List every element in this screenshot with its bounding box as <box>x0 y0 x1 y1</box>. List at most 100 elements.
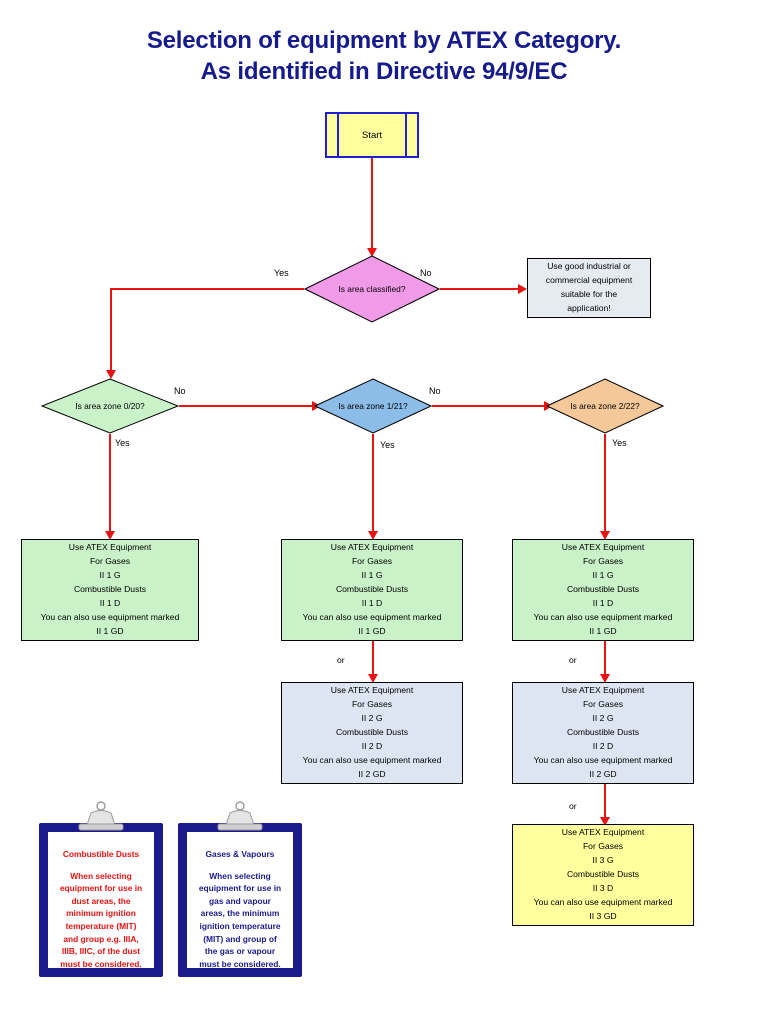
connector-classified-yes-h <box>110 288 304 290</box>
line: When selecting <box>209 870 271 881</box>
node-atex-category-3-right[interactable]: Use ATEX Equipment For Gases II 3 G Comb… <box>512 824 694 926</box>
line: For Gases <box>582 699 624 710</box>
edge-label-or-right-1: or <box>569 655 577 665</box>
diamond-shape-zone0 <box>41 378 179 434</box>
diamond-shape-zone1 <box>314 378 432 434</box>
arrowhead-start-to-classified <box>367 248 377 257</box>
arrowhead-zone1-yes <box>368 531 378 540</box>
clipboard-clip-icon <box>217 801 263 831</box>
node-atex-category-2-right[interactable]: Use ATEX Equipment For Gases II 2 G Comb… <box>512 682 694 784</box>
title-line-2: As identified in Directive 94/9/EC <box>200 57 568 85</box>
line: For Gases <box>582 841 624 852</box>
node-atex-category-1-left-text: Use ATEX Equipment For Gases II 1 G Comb… <box>25 541 195 638</box>
line: II 1 GD <box>358 625 386 636</box>
note-card-gas-title: Gases & Vapours <box>205 849 275 859</box>
line: You can also use equipment marked <box>533 896 673 907</box>
line: minimum ignition <box>66 908 136 919</box>
line: Use ATEX Equipment <box>68 542 152 553</box>
edge-label-zone1-yes: Yes <box>380 440 395 450</box>
line: Combustible Dusts <box>566 869 640 880</box>
line: Combustible Dusts <box>335 727 409 738</box>
line: gas and vapour <box>209 895 271 906</box>
line: For Gases <box>582 556 624 567</box>
line: Combustible Dusts <box>335 584 409 595</box>
clipboard-clip-icon <box>78 801 124 831</box>
node-start-label: Start <box>361 129 383 141</box>
line: II 2 G <box>592 713 614 724</box>
line: II 3 G <box>592 855 614 866</box>
connector-mid-cat1-to-cat2 <box>372 641 374 677</box>
line: Use ATEX Equipment <box>330 542 414 553</box>
line: II 1 D <box>592 597 614 608</box>
diamond-shape-classified <box>304 255 440 323</box>
line: equipment for use in <box>198 883 282 894</box>
arrowhead-right-cat2-to-cat3 <box>600 817 610 826</box>
line: Use good industrial or <box>547 261 631 272</box>
node-is-area-zone-2-22[interactable]: Is area zone 2/22? <box>546 378 664 434</box>
node-atex-category-1-left[interactable]: Use ATEX Equipment For Gases II 1 G Comb… <box>21 539 199 641</box>
line: When selecting <box>70 870 132 881</box>
note-card-dust-page: Combustible Dusts When selecting equipme… <box>48 832 154 969</box>
connector-zone2-yes <box>604 434 606 534</box>
node-good-industrial-text: Use good industrial or commercial equipm… <box>531 260 647 316</box>
node-atex-category-1-middle[interactable]: Use ATEX Equipment For Gases II 1 G Comb… <box>281 539 463 641</box>
line: Use ATEX Equipment <box>561 542 645 553</box>
line: II 1 GD <box>96 625 124 636</box>
line: II 1 D <box>361 597 383 608</box>
node-good-industrial-equipment[interactable]: Use good industrial or commercial equipm… <box>527 258 651 318</box>
line: must be considered. <box>60 958 142 969</box>
line: You can also use equipment marked <box>302 611 442 622</box>
note-card-gases-vapours: Gases & Vapours When selecting equipment… <box>178 801 302 977</box>
line: suitable for the <box>560 289 618 299</box>
connector-zone0-no <box>179 405 314 407</box>
line: areas, the minimum <box>200 908 280 919</box>
node-atex-category-2-middle-text: Use ATEX Equipment For Gases II 2 G Comb… <box>285 684 459 781</box>
node-is-area-zone-0-20[interactable]: Is area zone 0/20? <box>41 378 179 434</box>
note-card-gas-body: Gases & Vapours When selecting equipment… <box>178 823 302 977</box>
edge-label-zone0-yes: Yes <box>115 438 130 448</box>
note-card-combustible-dusts: Combustible Dusts When selecting equipme… <box>39 801 163 977</box>
node-atex-category-1-right-text: Use ATEX Equipment For Gases II 1 G Comb… <box>516 541 690 638</box>
line: II 2 D <box>361 740 383 751</box>
line: II 1 G <box>99 570 121 581</box>
line: II 3 GD <box>589 910 617 921</box>
line: IIIB, IIIC, of the dust <box>61 946 141 957</box>
edge-label-zone1-no: No <box>429 386 441 396</box>
line: II 1 GD <box>589 625 617 636</box>
connector-right-cat1-to-cat2 <box>604 641 606 677</box>
line: For Gases <box>351 699 393 710</box>
edge-label-zone2-yes: Yes <box>612 438 627 448</box>
line: must be considered. <box>199 958 281 969</box>
line: II 3 D <box>592 882 614 893</box>
line: ignition temperature <box>199 921 281 932</box>
line: equipment for use in <box>59 883 143 894</box>
edge-label-classified-no: No <box>420 268 432 278</box>
edge-label-or-middle: or <box>337 655 345 665</box>
edge-label-classified-yes: Yes <box>274 268 289 278</box>
node-start[interactable]: Start <box>325 112 419 158</box>
title-line-1: Selection of equipment by ATEX Category. <box>146 27 622 54</box>
connector-zone1-yes <box>372 434 374 534</box>
node-is-area-classified[interactable]: Is area classified? <box>304 255 440 323</box>
line: Use ATEX Equipment <box>330 685 414 696</box>
node-atex-category-1-right[interactable]: Use ATEX Equipment For Gases II 1 G Comb… <box>512 539 694 641</box>
line: commercial equipment <box>545 275 633 286</box>
line: You can also use equipment marked <box>40 611 180 622</box>
node-atex-category-2-middle[interactable]: Use ATEX Equipment For Gases II 2 G Comb… <box>281 682 463 784</box>
connector-zone0-yes <box>109 434 111 534</box>
line: For Gases <box>351 556 393 567</box>
node-is-area-zone-1-21[interactable]: Is area zone 1/21? <box>314 378 432 434</box>
note-card-gas-text: When selecting equipment for use in gas … <box>193 870 287 971</box>
node-atex-category-1-middle-text: Use ATEX Equipment For Gases II 1 G Comb… <box>285 541 459 638</box>
note-card-gas-page: Gases & Vapours When selecting equipment… <box>187 832 293 971</box>
line: You can also use equipment marked <box>533 611 673 622</box>
line: temperature (MIT) <box>65 921 137 932</box>
line: For Gases <box>89 556 131 567</box>
connector-zone1-no <box>432 405 546 407</box>
line: Combustible Dusts <box>566 727 640 738</box>
line: You can also use equipment marked <box>533 754 673 765</box>
edge-label-or-right-2: or <box>569 801 577 811</box>
page-title: Selection of equipment by ATEX Category.… <box>0 26 768 87</box>
line: Use ATEX Equipment <box>561 827 645 838</box>
